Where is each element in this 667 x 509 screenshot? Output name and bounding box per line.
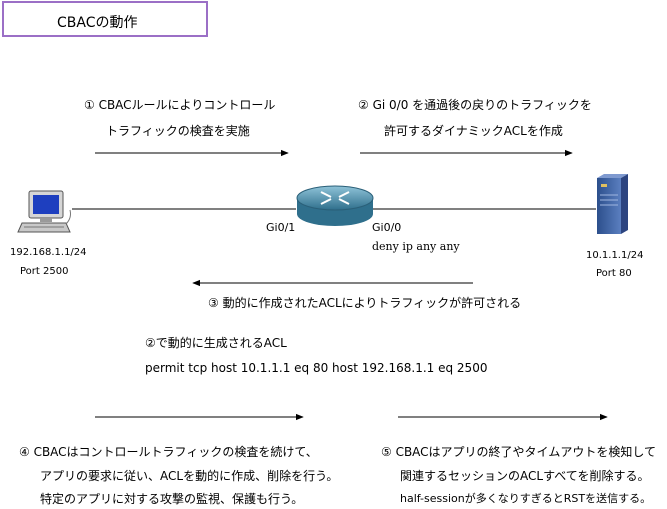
dynamic-acl-entry: permit tcp host 10.1.1.1 eq 80 host 192.… bbox=[145, 361, 488, 375]
router-icon bbox=[296, 185, 374, 226]
dynamic-acl-heading: ②で動的に生成されるACL bbox=[145, 336, 287, 350]
step4-line3: 特定のアプリに対する攻撃の監視、保護も行う。 bbox=[40, 492, 304, 506]
step5-line1: ⑤ CBACはアプリの終了やタイムアウトを検知して bbox=[381, 445, 656, 459]
step5-line2: 関連するセッションのACLすべてを削除する。 bbox=[400, 469, 650, 483]
server-port: Port 80 bbox=[596, 268, 632, 279]
server-ip: 10.1.1.1/24 bbox=[586, 250, 644, 261]
router-interface-right: Gi0/0 bbox=[372, 221, 402, 234]
client-ip: 192.168.1.1/24 bbox=[10, 247, 87, 258]
step1-line1: ① CBACルールによりコントロール bbox=[84, 98, 276, 112]
server-icon bbox=[597, 174, 628, 234]
step1-line2: トラフィックの検査を実施 bbox=[106, 124, 250, 138]
client-port: Port 2500 bbox=[20, 266, 69, 277]
step4-line1: ④ CBACはコントロールトラフィックの検査を続けて、 bbox=[19, 445, 318, 459]
step3-line1: ③ 動的に作成されたACLによりトラフィックが許可される bbox=[208, 296, 522, 310]
router-acl: deny ip any any bbox=[372, 240, 460, 253]
diagram-title: CBACの動作 bbox=[57, 15, 138, 31]
router-interface-left: Gi0/1 bbox=[266, 221, 296, 234]
step5-line3: half-sessionが多くなりすぎるとRSTを送信する。 bbox=[400, 492, 652, 505]
title-box: CBACの動作 bbox=[2, 1, 208, 37]
pc-icon bbox=[17, 190, 71, 233]
step2-line1: ② Gi 0/0 を通過後の戻りのトラフィックを bbox=[358, 98, 592, 112]
step2-line2: 許可するダイナミックACLを作成 bbox=[384, 124, 563, 138]
step4-line2: アプリの要求に従い、ACLを動的に作成、削除を行う。 bbox=[40, 469, 339, 483]
